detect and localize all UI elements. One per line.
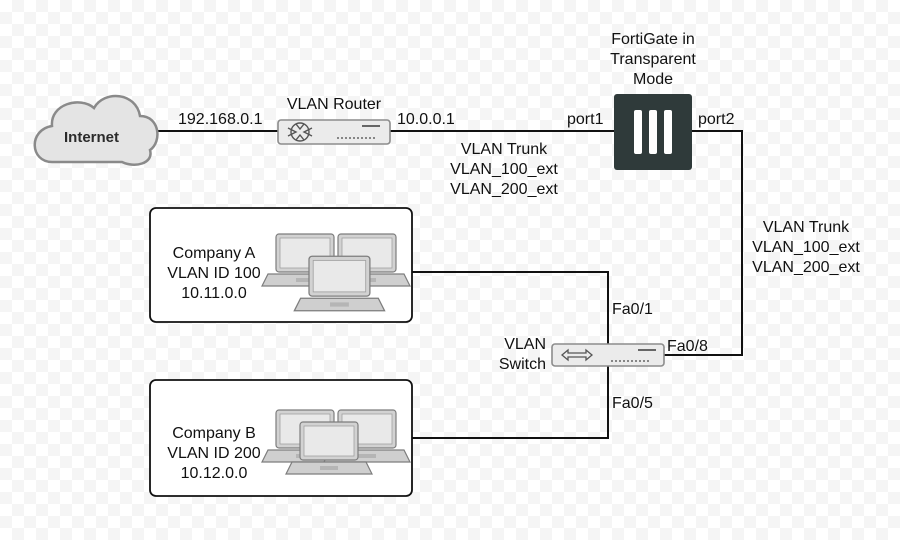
trunk-right-line1: VLAN Trunk xyxy=(762,219,850,236)
link-companyb-switch xyxy=(412,362,609,439)
company-a-name: Company A xyxy=(172,245,256,262)
fortigate-icon xyxy=(614,94,692,170)
router-right-ip: 10.0.0.1 xyxy=(397,111,455,128)
trunk-top-line2: VLAN_100_ext xyxy=(450,161,558,178)
internet-label: Internet xyxy=(64,129,120,146)
fortigate-title-line2: Transparent xyxy=(610,51,696,68)
company-a-subnet: 10.11.0.0 xyxy=(181,285,247,302)
router-icon xyxy=(277,119,391,145)
switch-title-line2: Switch xyxy=(498,356,546,373)
switch-icon xyxy=(551,343,665,367)
company-b-subnet: 10.12.0.0 xyxy=(180,465,248,482)
cloud-icon xyxy=(33,94,159,166)
router-left-ip: 192.168.0.1 xyxy=(178,111,263,128)
trunk-right-line3: VLAN_200_ext xyxy=(752,259,860,276)
company-b-name: Company B xyxy=(172,425,256,442)
trunk-right-line2: VLAN_100_ext xyxy=(752,239,860,256)
fortigate-title-line3: Mode xyxy=(632,71,674,88)
router-title: VLAN Router xyxy=(286,96,382,113)
connection-lines xyxy=(150,130,743,439)
switch-port-fa05: Fa0/5 xyxy=(612,395,653,412)
switch-port-fa01: Fa0/1 xyxy=(612,301,653,318)
company-a-vlan: VLAN ID 100 xyxy=(167,265,261,282)
company-b-vlan: VLAN ID 200 xyxy=(167,445,261,462)
trunk-top-line1: VLAN Trunk xyxy=(460,141,548,158)
switch-title-line1: VLAN xyxy=(504,336,546,353)
switch-port-fa08: Fa0/8 xyxy=(667,338,708,355)
trunk-top-line3: VLAN_200_ext xyxy=(450,181,558,198)
link-fortigate-switch-trunk xyxy=(664,130,743,356)
fortigate-port2: port2 xyxy=(698,111,735,128)
fortigate-title-line1: FortiGate in xyxy=(611,31,695,48)
link-companya-switch xyxy=(412,271,609,345)
fortigate-port1: port1 xyxy=(567,111,604,128)
